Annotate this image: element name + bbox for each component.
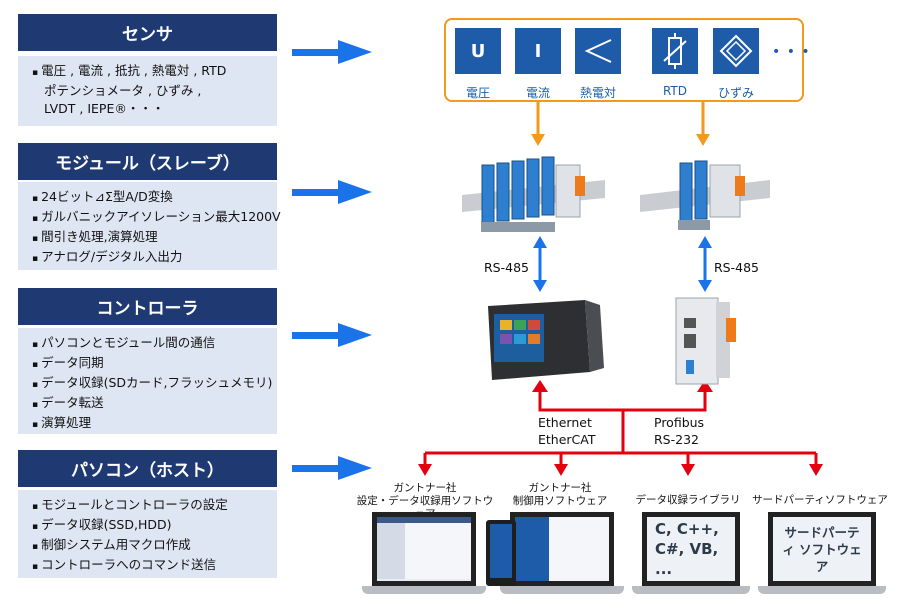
list-item: ガルバニックアイソレーション最大1200V	[32, 208, 281, 228]
list-item: 演算処理	[32, 414, 267, 434]
list-item: データ同期	[32, 354, 267, 374]
laptop-base	[758, 586, 886, 594]
link-label-ethernet: Ethernet	[538, 415, 592, 430]
section-header-sensor: センサ	[18, 14, 277, 51]
link-label-rs485-right: RS-485	[714, 260, 759, 275]
list-item: 電圧 , 電流 , 抵抗 , 熱電対 , RTD	[32, 62, 267, 82]
rtd-icon	[652, 28, 698, 74]
list-item: データ転送	[32, 394, 267, 414]
sensor-label: RTD	[662, 84, 688, 98]
link-label-rs232: RS-232	[654, 432, 699, 447]
pc-label: データ収録ライブラリ	[635, 494, 741, 506]
laptop-screen-settings-software	[372, 512, 476, 586]
link-label-ethercat: EtherCAT	[538, 432, 596, 447]
list-item: 24ビット⊿Σ型A/D変換	[32, 188, 267, 208]
more-sensors-ellipsis: • • •	[772, 44, 811, 60]
section-box-pc: モジュールとコントローラの設定 データ収録(SSD,HDD) 制御システム用マク…	[18, 490, 277, 578]
pc-label: サードパーティソフトウェア	[752, 494, 888, 506]
laptop-base	[362, 586, 486, 594]
list-item: ポテンショメータ , ひずみ ,	[44, 83, 202, 98]
library-languages: C, C++, C#, VB, ...	[655, 520, 719, 578]
link-label-profibus: Profibus	[654, 415, 705, 430]
sensor-label: 電圧	[465, 86, 490, 100]
list-item: パソコンとモジュール間の通信	[32, 334, 267, 354]
section-header-module: モジュール（スレーブ）	[18, 143, 277, 180]
sensor-frame	[444, 18, 804, 102]
pc-label: ガントナー社 制御用ソフトウェア	[495, 482, 625, 508]
list-item: アナログ/デジタル入出力	[32, 248, 267, 268]
current-icon: I	[515, 28, 561, 74]
voltage-icon: U	[455, 28, 501, 74]
link-label-rs485-left: RS-485	[484, 260, 529, 275]
thermocouple-icon	[575, 28, 621, 74]
list-item: データ収録(SDカード,フラッシュメモリ)	[32, 374, 272, 394]
sensor-label: 熱電対	[579, 86, 616, 100]
pc-label-line2: 制御用ソフトウェア	[512, 495, 608, 507]
laptop-screen-third-party: サードパーティ ソフトウェア	[768, 512, 876, 586]
tablet-device	[486, 520, 516, 586]
section-box-controller: パソコンとモジュール間の通信 データ同期 データ収録(SDカード,フラッシュメモ…	[18, 328, 277, 434]
list-item: コントローラへのコマンド送信	[32, 556, 267, 576]
pc-label-line1: ガントナー社	[393, 482, 457, 494]
laptop-screen-control-software	[510, 512, 614, 586]
sensor-label: 電流	[525, 86, 550, 100]
section-header-controller: コントローラ	[18, 288, 277, 325]
pc-label-line1: ガントナー社	[528, 482, 592, 494]
third-party-software-text: サードパーティ ソフトウェア	[782, 524, 862, 574]
list-item: LVDT , IEPE®・・・	[44, 101, 165, 116]
laptop-base	[500, 586, 624, 594]
list-item: モジュールとコントローラの設定	[32, 496, 267, 516]
sensor-label: ひずみ	[717, 86, 754, 100]
strain-gauge-icon	[713, 28, 759, 74]
list-item: 制御システム用マクロ作成	[32, 536, 267, 556]
section-header-pc: パソコン（ホスト）	[18, 450, 277, 487]
list-item: データ収録(SSD,HDD)	[32, 516, 267, 536]
list-item: 間引き処理,演算処理	[32, 228, 267, 248]
section-box-sensor: 電圧 , 電流 , 抵抗 , 熱電対 , RTD ポテンショメータ , ひずみ …	[18, 56, 277, 126]
laptop-base	[632, 586, 750, 594]
section-box-module: 24ビット⊿Σ型A/D変換 ガルバニックアイソレーション最大1200V 間引き処…	[18, 182, 281, 270]
laptop-screen-library: C, C++, C#, VB, ...	[642, 512, 740, 586]
